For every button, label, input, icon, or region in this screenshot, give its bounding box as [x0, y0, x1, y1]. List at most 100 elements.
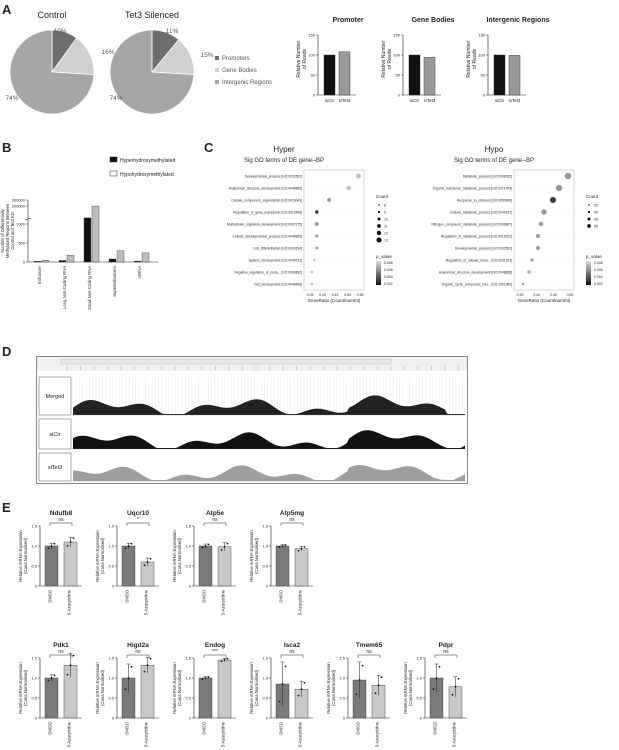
data-point — [327, 198, 332, 202]
data-point — [310, 282, 314, 286]
y-axis-label: Relative mRNA Expression — [95, 530, 100, 582]
pie-value-label: 11% — [166, 28, 179, 35]
x-tick-label: siTet3 — [339, 98, 351, 103]
y-tick-label: 1.5 — [262, 524, 268, 529]
x-tick-label: 0.05 — [307, 293, 314, 297]
track-label: siCtr — [49, 432, 60, 438]
data-point — [356, 173, 361, 179]
replicate-point — [149, 557, 152, 560]
x-tick-label: Small Non-Coding RNA — [87, 266, 92, 310]
y-axis-label: Relative mRNA Expression — [18, 662, 23, 714]
bar-chart-title: Gene Bodies — [412, 17, 455, 24]
track-label-box — [38, 376, 72, 416]
replicate-point — [284, 665, 287, 668]
y-tick-label: 1.5 — [416, 656, 422, 661]
y-tick-label: 0 — [189, 584, 192, 589]
replicate-point — [69, 541, 72, 543]
replicate-point — [281, 683, 284, 685]
y-axis-label: (Cana Normalised) — [23, 669, 28, 706]
go-term-label: Multicellular_organism_development [GO:0… — [227, 223, 302, 227]
legend-label: Promoters — [222, 56, 250, 62]
y-tick-label: 50 — [311, 73, 316, 78]
data-point — [536, 234, 540, 238]
significance-label: ns — [289, 517, 295, 523]
legend-label: Hyperhydroxymethylated — [120, 158, 176, 164]
gene-title: Tmem65 — [356, 642, 383, 649]
y-tick-label: 1.0 — [185, 676, 191, 681]
replicate-point — [361, 664, 364, 667]
x-tick-label: DMSO — [202, 589, 207, 602]
y-tick-label: 1.0 — [31, 676, 37, 681]
x-tick-label: DMSO — [48, 721, 53, 734]
significance-bracket — [49, 522, 73, 526]
replicate-point — [223, 659, 226, 661]
legend-label: Intergenic Regions — [222, 80, 272, 86]
legend-label: 8 — [384, 204, 386, 208]
go-term-label: Organic_cyclic_compound_met... [GO:19013… — [442, 283, 512, 287]
pie-value-label: 10% — [53, 28, 66, 35]
y-axis-label: (Cana Normalised) — [331, 669, 336, 706]
pie-slice — [9, 29, 95, 115]
go-term-label: Regulation_of_gene_expression [GO:001046… — [233, 211, 302, 215]
y-tick-label: 0 — [23, 260, 26, 265]
y-axis-label: of Reads — [302, 48, 308, 69]
replicate-point — [143, 564, 146, 567]
legend-dot — [377, 217, 381, 221]
y-axis-label: Number of Differentially — [0, 208, 5, 253]
x-axis-label: GeneRatio (Count/numInt) — [518, 298, 571, 303]
y-tick-label: 0 — [483, 93, 486, 98]
replicate-point — [438, 665, 441, 668]
y-tick-label: 100 — [393, 53, 400, 58]
axis-break — [24, 217, 32, 221]
replicate-point — [50, 677, 53, 679]
significance-bracket — [434, 654, 458, 658]
y-tick-label: 1.5 — [339, 656, 345, 661]
x-tick-label: 0.40 — [533, 293, 540, 297]
replicate-point — [146, 664, 149, 667]
legend-label: 0.002 — [384, 282, 393, 286]
go-term-label: Anatomical_structure_development [GO:004… — [439, 271, 512, 275]
replicate-point — [53, 542, 56, 545]
y-axis-label: (Cana Normalised) — [254, 669, 259, 706]
significance-bracket — [280, 654, 304, 658]
legend-swatch — [109, 170, 118, 177]
bar — [66, 254, 75, 263]
go-term-label: Developmental_process [GO:0032502] — [455, 247, 512, 251]
significance-label: ns — [366, 649, 372, 655]
x-tick-label: 5-Azacytidine — [452, 721, 457, 747]
y-tick-label: 100 — [478, 53, 485, 58]
x-tick-label: DMSO — [202, 721, 207, 734]
y-axis-label: Relative mRNA Expression — [249, 530, 254, 582]
data-point — [541, 209, 547, 215]
gene-title: Atp5mg — [280, 510, 304, 517]
y-tick-label: 0 — [343, 716, 346, 721]
bar — [58, 260, 67, 263]
legend-dot — [376, 230, 382, 236]
legend-label: 10 — [384, 218, 388, 222]
y-tick-label: 0.5 — [339, 696, 345, 701]
replicate-point — [72, 537, 75, 540]
track-label: Merged — [46, 394, 65, 400]
y-axis-label: (Cana Normalised) — [100, 537, 105, 574]
y-tick-label: 0.5 — [108, 696, 114, 701]
go-term-label: Cellular_developmental_process [GO:00488… — [233, 235, 303, 239]
replicate-point — [69, 664, 72, 667]
replicate-point — [435, 677, 438, 679]
gene-title: Pdpr — [439, 642, 454, 649]
y-tick-label: 0.5 — [262, 696, 268, 701]
significance-label: ns — [135, 649, 141, 655]
data-point — [310, 270, 314, 274]
x-tick-label: 0.40 — [319, 293, 326, 297]
data-point — [555, 184, 563, 192]
x-tick-label: DMSO — [279, 721, 284, 734]
pie-slice — [109, 29, 195, 115]
y-axis-label: Relative Number — [381, 40, 387, 78]
legend-label: 0.006 — [594, 268, 603, 272]
x-axis-label: GeneRatio (Count/numInt) — [308, 298, 361, 303]
data-point — [313, 258, 316, 262]
pie-value-label: 16% — [101, 49, 114, 56]
track-label-box — [38, 418, 72, 450]
x-tick-label: DMSO — [48, 589, 53, 602]
go-term-label: Cellular_component_organization [GO:0016… — [231, 199, 302, 203]
